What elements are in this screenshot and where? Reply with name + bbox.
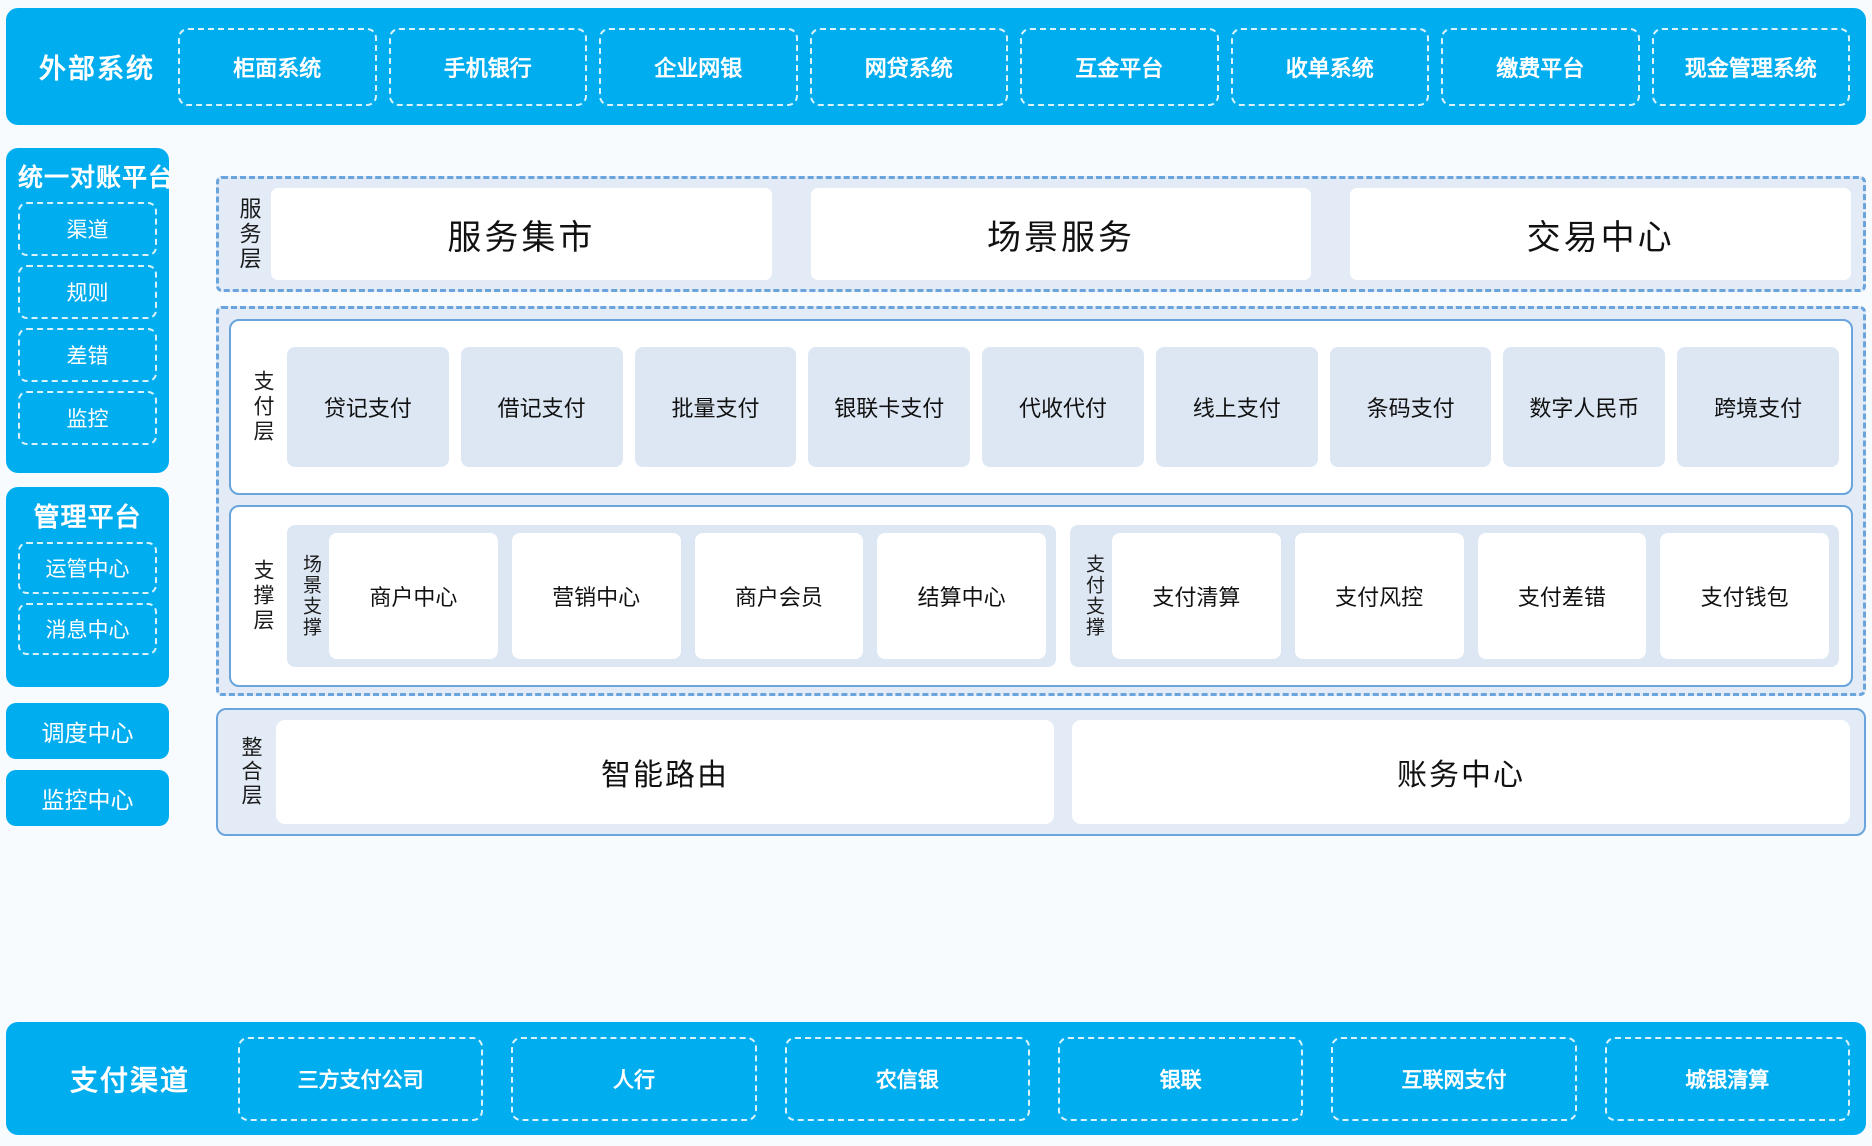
management-platform-panel: 管理平台 运管中心 消息中心 [6,487,169,687]
support-layer-label: 支撑层 [251,558,275,634]
integration-item-smart-routing[interactable]: 智能路由 [276,720,1054,824]
external-system-item[interactable]: 互金平台 [1020,27,1219,106]
payment-layer-item[interactable]: 数字人民币 [1503,347,1666,467]
service-layer-label: 服务层 [236,196,262,272]
payment-layer-item[interactable]: 贷记支付 [287,347,449,467]
sidebar-item-message-center[interactable]: 消息中心 [18,603,157,655]
support-layer-box: 支撑层 场景支撑 商户中心 营销中心 商户会员 结算中心 支付支撑 支付清算 [229,505,1853,687]
payment-channels-title: 支付渠道 [69,1064,190,1096]
support-item-merchant-member[interactable]: 商户会员 [694,533,864,659]
integration-layer-box: 整合层 智能路由 账务中心 [216,708,1866,836]
sidebar-item-rule[interactable]: 规则 [18,265,157,319]
support-item-payment-error[interactable]: 支付差错 [1477,533,1647,659]
sidebar-item-scheduling-center[interactable]: 调度中心 [6,703,169,759]
payment-channel-item[interactable]: 人行 [511,1036,757,1121]
support-group-scenario-list: 商户中心 营销中心 商户会员 结算中心 [329,533,1046,659]
support-group-payment-list: 支付清算 支付风控 支付差错 支付钱包 [1112,533,1829,659]
external-systems-bar: 外部系统 柜面系统 手机银行 企业网银 网贷系统 互金平台 收单系统 缴费平台 … [6,8,1866,125]
payment-layer-item[interactable]: 跨境支付 [1677,347,1840,467]
service-layer-container: 服务层 服务集市 场景服务 交易中心 [216,176,1866,292]
payment-layer-item[interactable]: 线上支付 [1155,347,1318,467]
payment-channel-item[interactable]: 城银清算 [1604,1036,1850,1121]
support-item-merchant-center[interactable]: 商户中心 [329,533,498,659]
external-system-item[interactable]: 网贷系统 [809,27,1008,106]
sidebar-item-monitor[interactable]: 监控 [18,391,157,445]
payment-layer-item[interactable]: 银联卡支付 [808,347,971,467]
external-systems-title: 外部系统 [39,54,155,84]
reconciliation-platform-panel: 统一对账平台 渠道 规则 差错 监控 [6,148,175,473]
sidebar-item-monitoring-center[interactable]: 监控中心 [6,770,169,826]
management-platform-title: 管理平台 [33,502,142,532]
payment-channels-bar: 支付渠道 三方支付公司 人行 农信银 银联 互联网支付 城银清算 [6,1022,1866,1135]
external-system-item[interactable]: 收单系统 [1230,27,1429,106]
integration-item-accounting-center[interactable]: 账务中心 [1072,720,1850,824]
payment-channel-item[interactable]: 农信银 [784,1036,1030,1121]
payment-layer-list: 贷记支付 借记支付 批量支付 银联卡支付 代收代付 线上支付 条码支付 数字人民… [287,347,1840,467]
support-item-marketing-center[interactable]: 营销中心 [511,533,681,659]
support-group-payment-label: 支付支撑 [1082,554,1104,638]
service-layer-list: 服务集市 场景服务 交易中心 [271,188,1852,280]
payment-layer-item[interactable]: 借记支付 [460,347,623,467]
payment-channel-item[interactable]: 三方支付公司 [238,1036,484,1121]
reconciliation-platform-title: 统一对账平台 [18,164,175,192]
support-item-payment-clearing[interactable]: 支付清算 [1112,533,1281,659]
external-system-item[interactable]: 缴费平台 [1441,27,1640,106]
payment-layer-item[interactable]: 代收代付 [982,347,1144,467]
external-system-item[interactable]: 柜面系统 [178,27,377,106]
integration-layer-list: 智能路由 账务中心 [276,720,1850,824]
payment-channels-list: 三方支付公司 人行 农信银 银联 互联网支付 城银清算 [238,1022,1850,1135]
payment-layer-item[interactable]: 条码支付 [1329,347,1492,467]
external-system-item[interactable]: 手机银行 [388,27,587,106]
support-layer-groups: 场景支撑 商户中心 营销中心 商户会员 结算中心 支付支撑 支付清算 支付风控 … [287,525,1839,667]
support-group-scenario-label: 场景支撑 [299,554,321,638]
support-item-payment-wallet[interactable]: 支付钱包 [1660,533,1829,659]
integration-layer-label: 整合层 [239,736,263,808]
support-item-settlement-center[interactable]: 结算中心 [877,533,1046,659]
payment-channel-item[interactable]: 互联网支付 [1331,1036,1577,1121]
support-group-scenario: 场景支撑 商户中心 营销中心 商户会员 结算中心 [287,525,1056,667]
service-layer-item-transaction[interactable]: 交易中心 [1350,188,1852,280]
core-layers-container: 支付层 贷记支付 借记支付 批量支付 银联卡支付 代收代付 线上支付 条码支付 … [216,306,1866,696]
payment-layer-item[interactable]: 批量支付 [634,347,797,467]
sidebar-item-channel[interactable]: 渠道 [18,202,157,256]
support-item-payment-risk[interactable]: 支付风控 [1294,533,1464,659]
payment-channel-item[interactable]: 银联 [1057,1036,1304,1121]
payment-layer-box: 支付层 贷记支付 借记支付 批量支付 银联卡支付 代收代付 线上支付 条码支付 … [229,319,1853,495]
external-system-item[interactable]: 现金管理系统 [1651,27,1850,106]
external-systems-list: 柜面系统 手机银行 企业网银 网贷系统 互金平台 收单系统 缴费平台 现金管理系… [178,8,1850,125]
sidebar-item-operations-center[interactable]: 运管中心 [18,542,157,594]
external-system-item[interactable]: 企业网银 [599,27,798,106]
service-layer-item-marketplace[interactable]: 服务集市 [271,188,772,280]
support-group-payment: 支付支撑 支付清算 支付风控 支付差错 支付钱包 [1070,525,1839,667]
payment-layer-label: 支付层 [251,369,275,445]
service-layer-item-scenario[interactable]: 场景服务 [810,188,1312,280]
sidebar-item-error[interactable]: 差错 [18,328,157,382]
